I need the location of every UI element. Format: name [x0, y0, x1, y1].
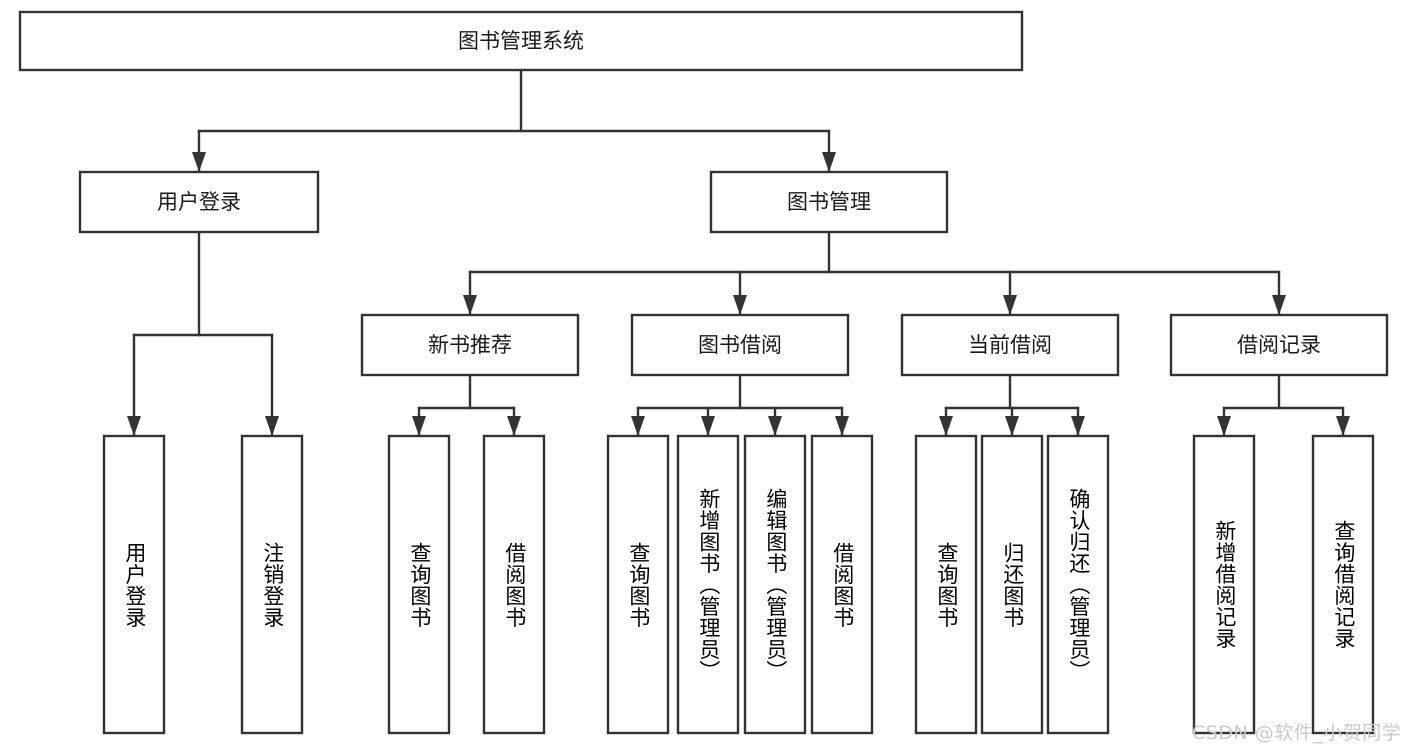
node-box-current-borrow [900, 313, 1120, 377]
node-label-root: 图书管理系统 [458, 29, 584, 53]
node-box-layer [18, 10, 1389, 735]
node-box-root [18, 10, 1024, 72]
arrow-head-borrow-record [1272, 295, 1286, 315]
arrow-head-book-borrow [733, 295, 747, 315]
node-box-cb-return-book [980, 434, 1044, 735]
arrow-head-current-borrow [1003, 295, 1017, 315]
node-box-br-query-record [1311, 434, 1375, 735]
node-box-user-login [78, 170, 320, 234]
node-box-new-book-recommend [360, 313, 580, 377]
node-box-user-login-action [102, 434, 166, 735]
arrow-head-bb-query-book [631, 416, 645, 436]
node-box-bb-edit-book-admin [743, 434, 807, 735]
arrow-head-user-logout-action [265, 416, 279, 436]
arrow-head-user-login [192, 152, 206, 172]
arrow-head-bb-edit-book-admin [768, 416, 782, 436]
node-label-borrow-record: 借阅记录 [1237, 333, 1321, 357]
node-box-bb-borrow-book [810, 434, 874, 735]
node-label-user-login: 用户登录 [157, 190, 241, 214]
node-box-book-borrow [630, 313, 850, 377]
arrow-head-nbr-borrow-book [507, 416, 521, 436]
node-label-book-management: 图书管理 [787, 190, 871, 214]
node-box-book-management [709, 170, 949, 234]
node-label-current-borrow: 当前借阅 [968, 333, 1052, 357]
csdn-watermark: CSDN @软件_小贺同学 [1192, 722, 1402, 744]
arrow-head-user-login-action [127, 416, 141, 436]
node-box-cb-confirm-return-admin [1046, 434, 1110, 735]
arrow-head-cb-query-book [939, 416, 953, 436]
node-label-new-book-recommend: 新书推荐 [428, 333, 512, 357]
connector-layer [127, 68, 1350, 438]
node-label-book-borrow: 图书借阅 [698, 333, 782, 357]
arrow-head-br-add-record [1217, 416, 1231, 436]
arrow-head-cb-return-book [1005, 416, 1019, 436]
arrow-head-nbr-query-book [412, 416, 426, 436]
node-box-nbr-query-book [387, 434, 451, 735]
node-box-borrow-record [1169, 313, 1389, 377]
arrow-head-book-management [822, 152, 836, 172]
node-box-cb-query-book [914, 434, 978, 735]
node-box-br-add-record [1192, 434, 1256, 735]
arrow-head-new-book-recommend [463, 295, 477, 315]
node-box-bb-add-book-admin [676, 434, 740, 735]
arrow-head-br-query-record [1336, 416, 1350, 436]
node-box-nbr-borrow-book [482, 434, 546, 735]
node-box-user-logout-action [240, 434, 304, 735]
node-box-bb-query-book [606, 434, 670, 735]
arrow-head-cb-confirm-return-admin [1071, 416, 1085, 436]
arrow-head-bb-add-book-admin [701, 416, 715, 436]
arrow-head-bb-borrow-book [835, 416, 849, 436]
